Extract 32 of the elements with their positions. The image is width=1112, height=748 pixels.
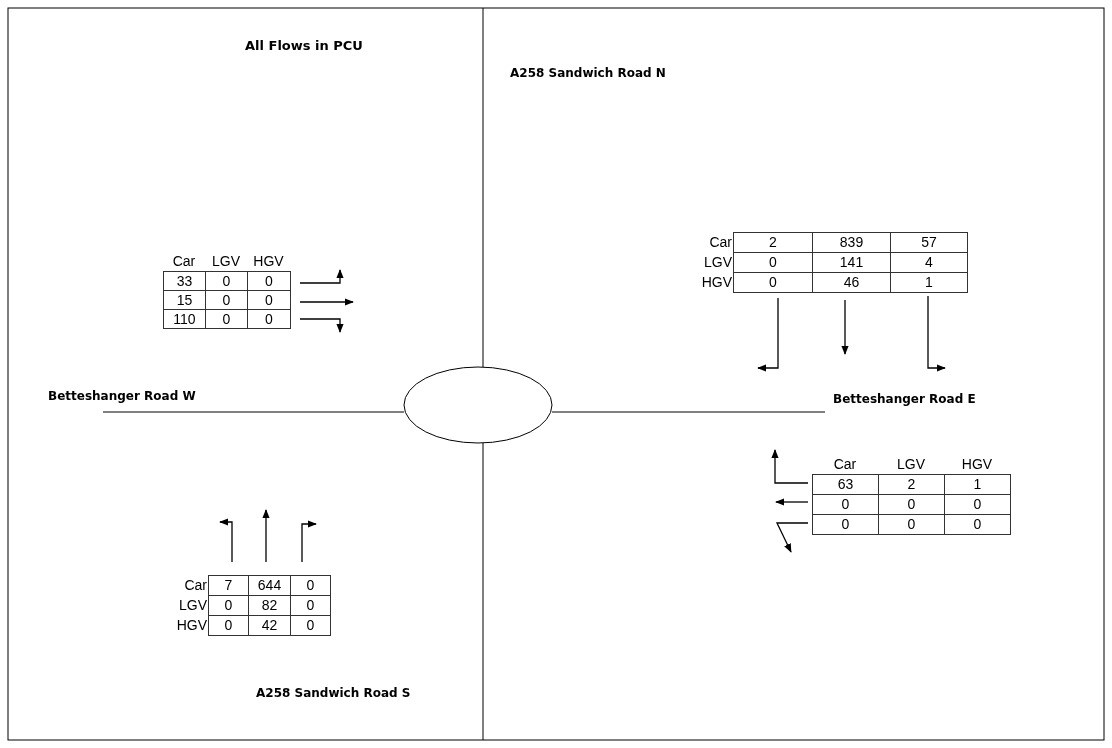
table-cell: 110	[163, 309, 206, 329]
row-header: HGV	[701, 273, 732, 291]
diagram-title: All Flows in PCU	[245, 38, 363, 53]
table-cell: 1	[944, 474, 1011, 495]
roundabout-ellipse	[403, 366, 553, 444]
column-header: LGV	[896, 455, 926, 473]
column-header: LGV	[211, 252, 241, 270]
table-cell: 0	[812, 514, 879, 535]
row-header: LGV	[704, 253, 732, 271]
road-name: Betteshanger Road E	[833, 392, 976, 406]
table-cell: 2	[733, 232, 813, 253]
road-name: A258 Sandwich Road N	[510, 66, 666, 80]
column-header: Car	[832, 455, 858, 473]
row-header: LGV	[179, 596, 207, 614]
column-header: HGV	[960, 455, 994, 473]
column-header: Car	[171, 252, 197, 270]
table-cell: 0	[944, 514, 1011, 535]
column-header: HGV	[252, 252, 285, 270]
row-header: HGV	[176, 616, 207, 634]
table-cell: 57	[890, 232, 968, 253]
row-header: Car	[184, 576, 207, 594]
table-cell: 0	[290, 615, 331, 636]
table-cell: 1	[890, 272, 968, 293]
table-cell: 0	[290, 575, 331, 596]
road-name: A258 Sandwich Road S	[256, 686, 411, 700]
row-header: Car	[709, 233, 732, 251]
road-name: Betteshanger Road W	[48, 389, 196, 403]
table-cell: 0	[247, 309, 291, 329]
table-cell: 0	[208, 615, 249, 636]
table-cell: 0	[247, 271, 291, 291]
table-cell: 0	[733, 272, 813, 293]
table-cell: 33	[163, 271, 206, 291]
